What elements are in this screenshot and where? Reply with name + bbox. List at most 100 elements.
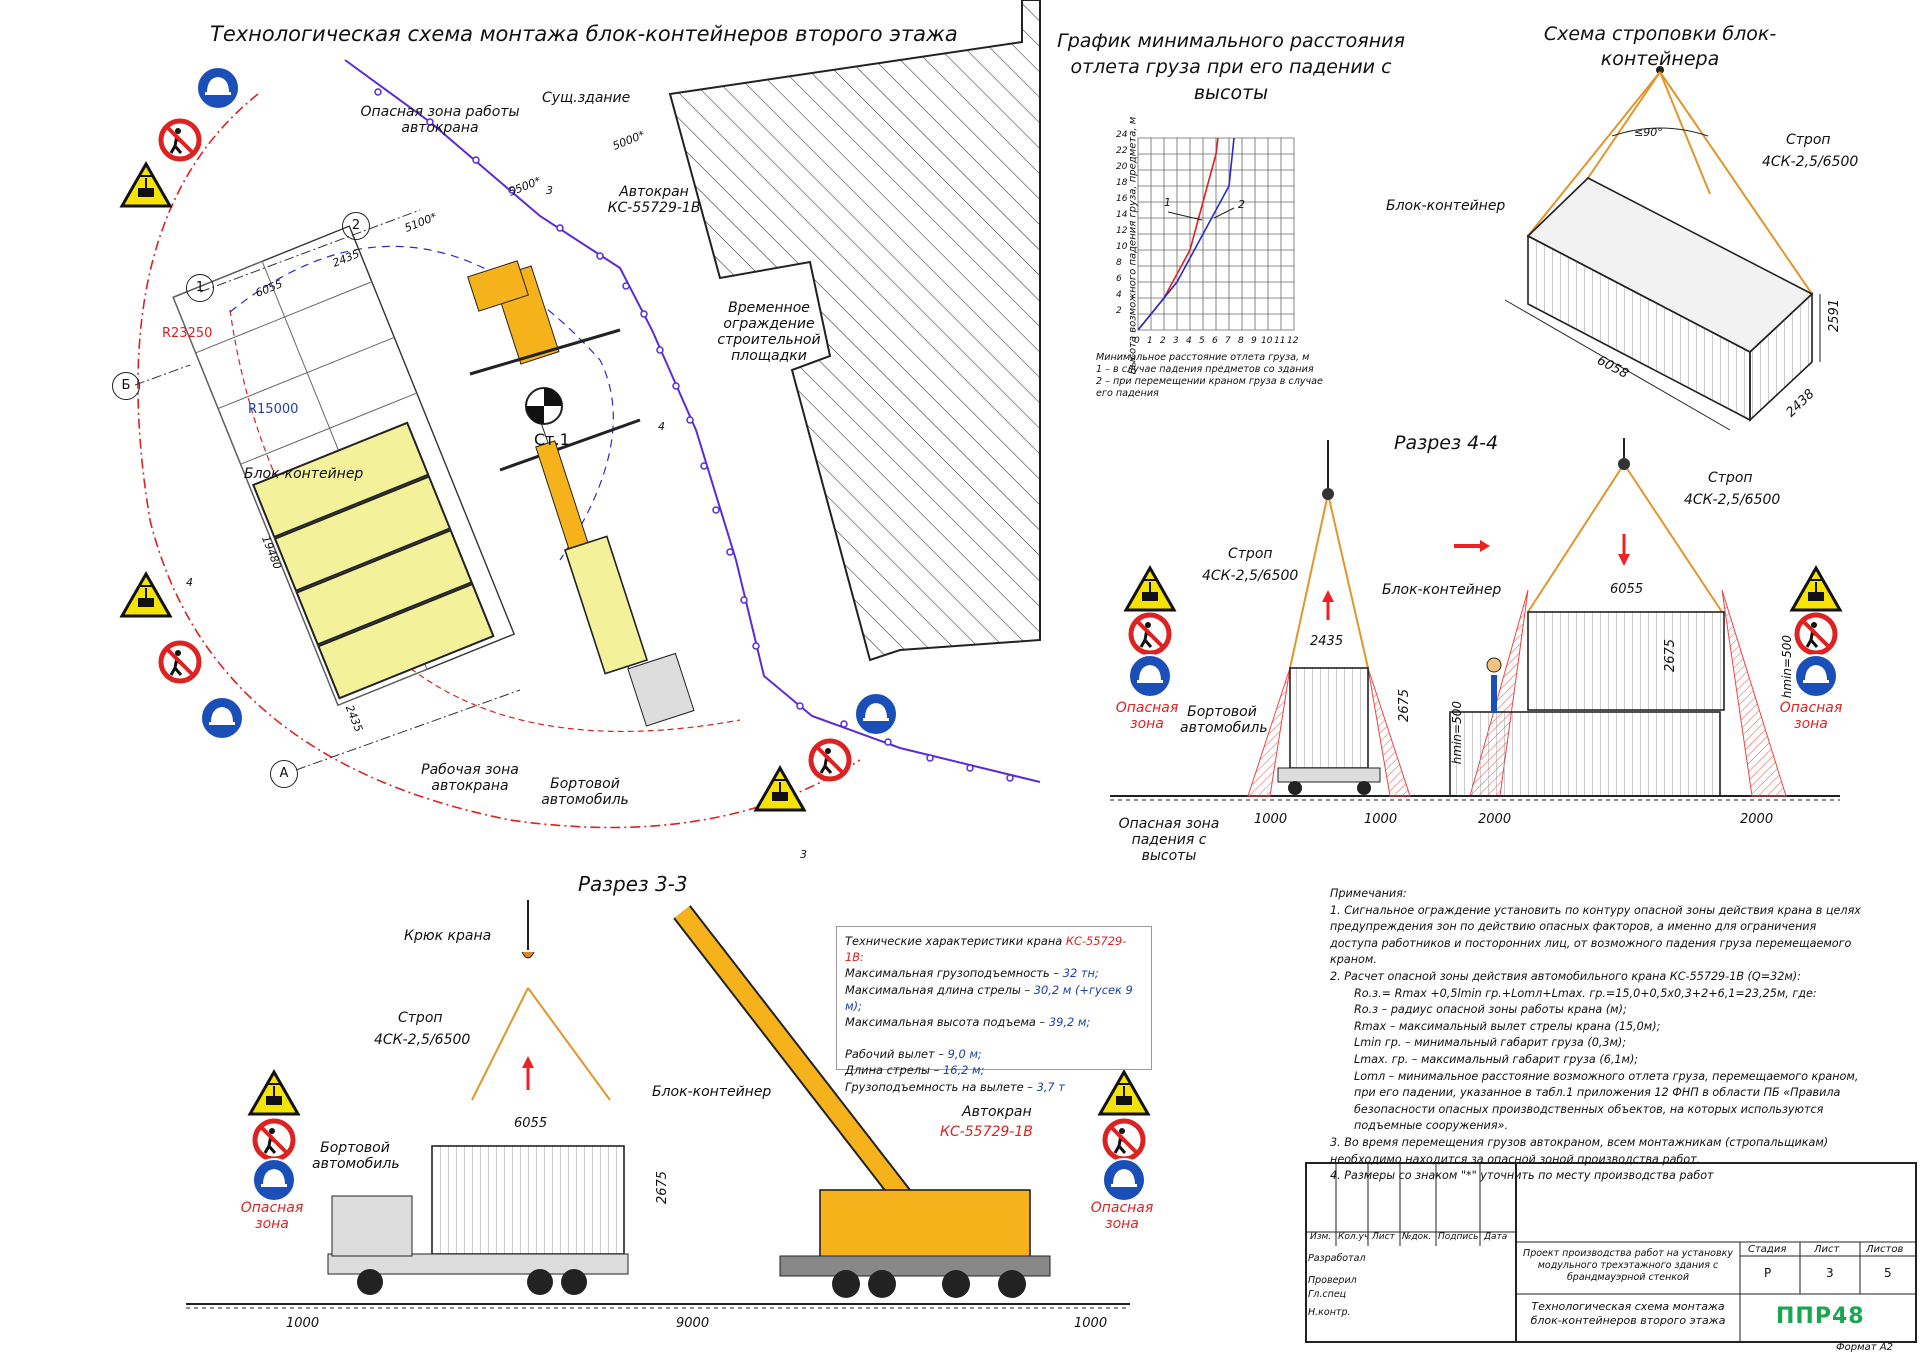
s44-dim-1000a: 1000: [1254, 812, 1288, 827]
s33-dim-9000: 9000: [676, 1316, 710, 1331]
s44-hmin: hmin=500: [1450, 701, 1465, 765]
s44-dim-2000b: 2000: [1740, 812, 1774, 827]
formula-5: Lmax. гр. – максимальный габарит груза (…: [1354, 1052, 1639, 1066]
s44-danger-right: Опасная зона: [1779, 700, 1843, 732]
tb-row: Н.контр.: [1308, 1307, 1351, 1318]
plan-title: Технологическая схема монтажа блок-конте…: [210, 22, 958, 46]
y-tick: 6: [1116, 274, 1122, 284]
s44-strop-left-type: 4СК-2,5/6500: [1202, 568, 1299, 584]
container-on-truck: [1289, 667, 1369, 769]
y-tick: 12: [1116, 226, 1128, 236]
tb-col: Изм.: [1310, 1232, 1332, 1242]
note-3: 3. Во время перемещения грузов автокрано…: [1330, 1135, 1829, 1166]
container-side: [1749, 292, 1813, 422]
tb-row: Разработал: [1308, 1253, 1366, 1264]
spec-label: Максимальная грузоподъемность –: [845, 966, 1063, 981]
container-lifted: [1527, 611, 1725, 711]
s44-dim-2435: 2435: [1310, 634, 1344, 649]
spec-value: 16,2 м;: [942, 1063, 985, 1078]
tb-row: Гл.спец: [1308, 1289, 1347, 1300]
s44-hmin2: hmin=500: [1780, 635, 1795, 699]
sling-scheme: [1504, 66, 1821, 431]
formula-6: Lomл – минимальное расстояние возможного…: [1354, 1069, 1859, 1133]
station-label: Ст.1: [534, 430, 570, 449]
y-tick: 16: [1116, 194, 1128, 204]
fence-label: Временное ограждение строительной площад…: [717, 300, 821, 364]
s44-dim-1000b: 1000: [1364, 812, 1398, 827]
specs-model: КС-55729-1В:: [845, 934, 1127, 965]
x-tick: 1: [1147, 336, 1153, 346]
x-tick: 3: [1173, 336, 1179, 346]
tb-h-sheet: Лист: [1814, 1244, 1840, 1255]
fence-posts: [374, 88, 1014, 782]
formula-1: Ro.з.= Rmax +0,5lmin гр.+Lomл+Lmax. гр.=…: [1354, 986, 1817, 1000]
caption-line: Минимальное расстояние отлета груза, м: [1096, 352, 1310, 363]
tb-sheet: 3: [1826, 1266, 1834, 1280]
spec-label: Грузоподъемность на вылете –: [845, 1079, 1037, 1094]
truck-label-plan: Бортовой автомобиль: [541, 776, 629, 808]
plan-view: [134, 0, 1041, 829]
s44-strop-left: Строп: [1228, 546, 1273, 562]
graph-title: График минимального расстояния отлета гр…: [1057, 30, 1405, 104]
crane-specs: Технические характеристики крана КС-5572…: [836, 926, 1152, 1094]
specs-heading: Технические характеристики крана: [845, 934, 1066, 948]
x-tick: 12: [1287, 336, 1299, 346]
tb-stage: Р: [1764, 1266, 1772, 1280]
s44-truck: Бортовой автомобиль: [1180, 704, 1268, 736]
curve-label-1: 1: [1164, 196, 1171, 209]
section-mark-4: 4: [658, 420, 665, 433]
y-tick: 2: [1116, 306, 1122, 316]
tb-sheets: 5: [1884, 1266, 1892, 1280]
s33-strop-type: 4СК-2,5/6500: [374, 1032, 471, 1048]
titleblock-frame: [1305, 1162, 1917, 1343]
tb-col: Подпись: [1438, 1232, 1479, 1242]
s33-dim-1000b: 1000: [1074, 1316, 1108, 1331]
sling-strop: Строп: [1786, 132, 1831, 148]
graph-xticks: 0 1 2 3 4 5 6 7 8 9 10 11 12: [1134, 336, 1304, 348]
note-2: 2. Расчет опасной зоны действия автомоби…: [1330, 969, 1801, 983]
block-label: Блок-контейнер: [244, 466, 364, 482]
s33-truck: Бортовой автомобиль: [312, 1140, 400, 1172]
company-logo: ППР48: [1776, 1304, 1865, 1329]
s33-dim-2675: 2675: [655, 1170, 671, 1205]
danger-zone-label: Опасная зона работы автокрана: [360, 104, 520, 136]
section-mark-4b: 4: [186, 576, 193, 589]
s33-crane-model: КС-55729-1В: [940, 1124, 1033, 1140]
container-lifted-33: [431, 1145, 625, 1255]
fall-distance-graph: [1137, 137, 1295, 331]
y-tick: 20: [1116, 162, 1128, 172]
axis-1: 1: [186, 274, 214, 302]
sling-block: Блок-контейнер: [1386, 198, 1506, 214]
caption-line: 2 – при перемещении краном груза в случа…: [1096, 376, 1323, 387]
spec-value: 3,7 т: [1036, 1079, 1065, 1094]
s33-dim-6055: 6055: [514, 1116, 548, 1131]
x-tick: 4: [1186, 336, 1192, 346]
tb-col: Кол.уч: [1338, 1232, 1370, 1242]
crane-body-33: [819, 1189, 1031, 1261]
x-tick: 8: [1238, 336, 1244, 346]
y-tick: 8: [1116, 258, 1122, 268]
section-mark-3: 3: [546, 184, 553, 197]
axis-A: А: [270, 760, 298, 788]
spec-label: Максимальная высота подъема –: [845, 1015, 1049, 1030]
y-tick: 18: [1116, 178, 1128, 188]
spec-value: 39,2 м;: [1048, 1015, 1091, 1030]
section33-title: Разрез 3-3: [578, 872, 688, 896]
y-tick: 24: [1116, 130, 1128, 140]
spec-label: Максимальная длина стрелы –: [845, 982, 1034, 997]
s44-dim-2675: 2675: [1397, 688, 1413, 723]
caption-line: 1 – в случае падения предметов со здания: [1096, 364, 1314, 375]
container-lower: [1449, 711, 1721, 797]
note-4: 4. Размеры со знаком "*" уточнить по мес…: [1330, 1169, 1714, 1183]
sling-title: Схема строповки блок-контейнера: [1543, 23, 1777, 70]
y-tick: 4: [1116, 290, 1122, 300]
s33-block: Блок-контейнер: [652, 1084, 772, 1100]
s44-block: Блок-контейнер: [1382, 582, 1502, 598]
s33-hook: Крюк крана: [404, 928, 492, 944]
s44-strop-right: Строп: [1708, 470, 1753, 486]
existing-building-label: Сущ.здание: [542, 90, 631, 106]
tb-sheet-title: Технологическая схема монтажа блок-конте…: [1530, 1300, 1726, 1327]
tb-project: Проект производства работ на установку м…: [1523, 1248, 1733, 1283]
container-footprint: [172, 225, 516, 707]
